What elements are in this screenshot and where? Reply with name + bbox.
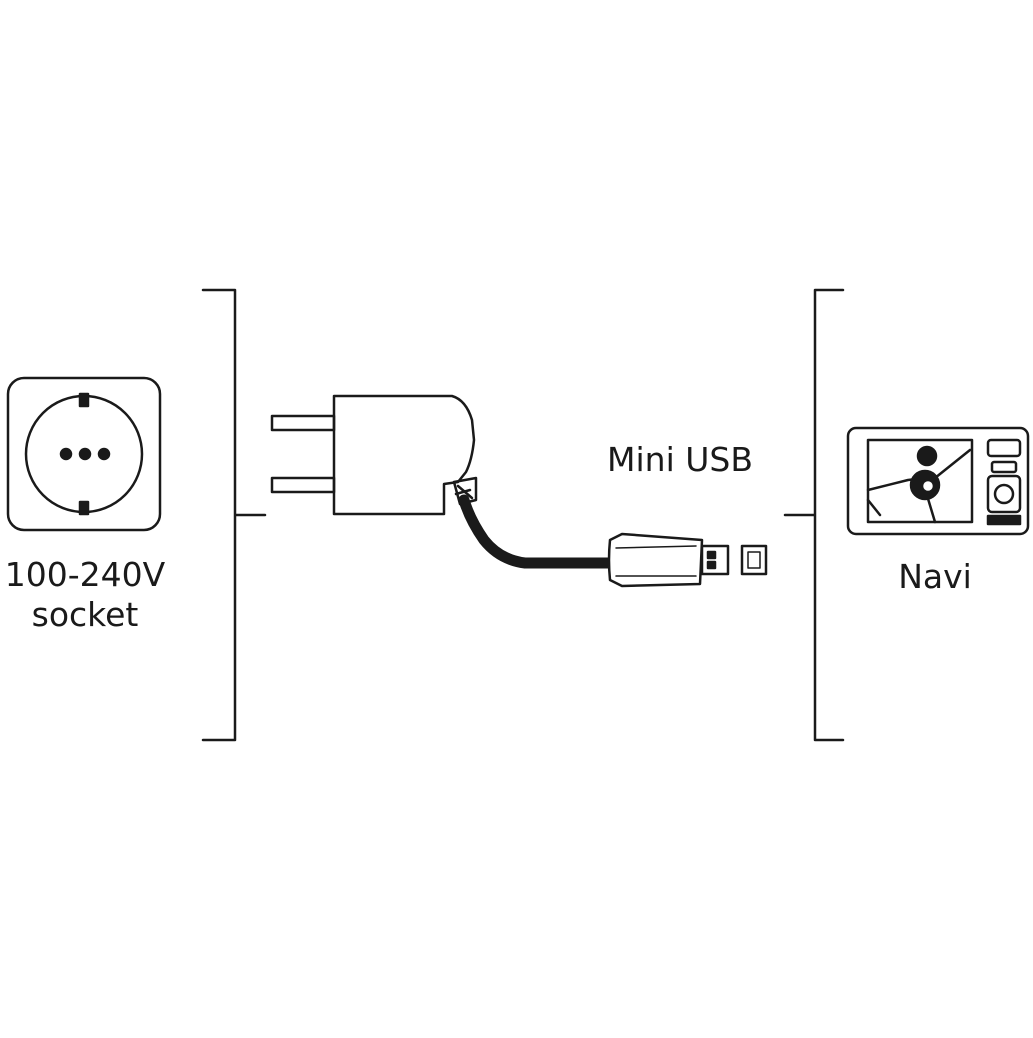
wall-socket-icon (6, 376, 162, 532)
socket-label: 100-240V socket (0, 555, 170, 635)
mini-usb-plug-icon (607, 532, 768, 588)
socket-type-label: socket (31, 595, 139, 634)
plug-adapter-icon (270, 394, 478, 516)
navi-label: Navi (898, 557, 972, 596)
right-bracket (783, 288, 845, 742)
socket-voltage-label: 100-240V (4, 555, 166, 594)
mini-usb-label: Mini USB (607, 440, 753, 479)
left-bracket (201, 288, 267, 742)
cable (458, 494, 616, 569)
navi-device-icon (846, 426, 1030, 536)
